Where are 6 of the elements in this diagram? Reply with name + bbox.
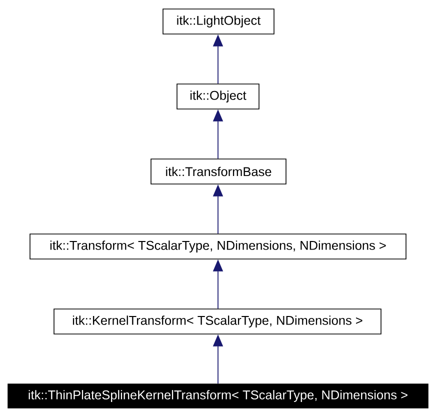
class-box: itk::LightObject [162,8,274,34]
class-box: itk::Transform< TScalarType, NDimensions, NDimensions > [30,234,406,260]
class-box: itk::KernelTransform< TScalarType, NDimensions > [54,308,382,334]
class-box: itk::TransformBase [150,158,286,184]
class-box: itk::Object [176,84,260,110]
highlighted-class-box: itk::ThinPlateSplineKernelTransform< TScalarType, NDimensions > [8,384,428,408]
